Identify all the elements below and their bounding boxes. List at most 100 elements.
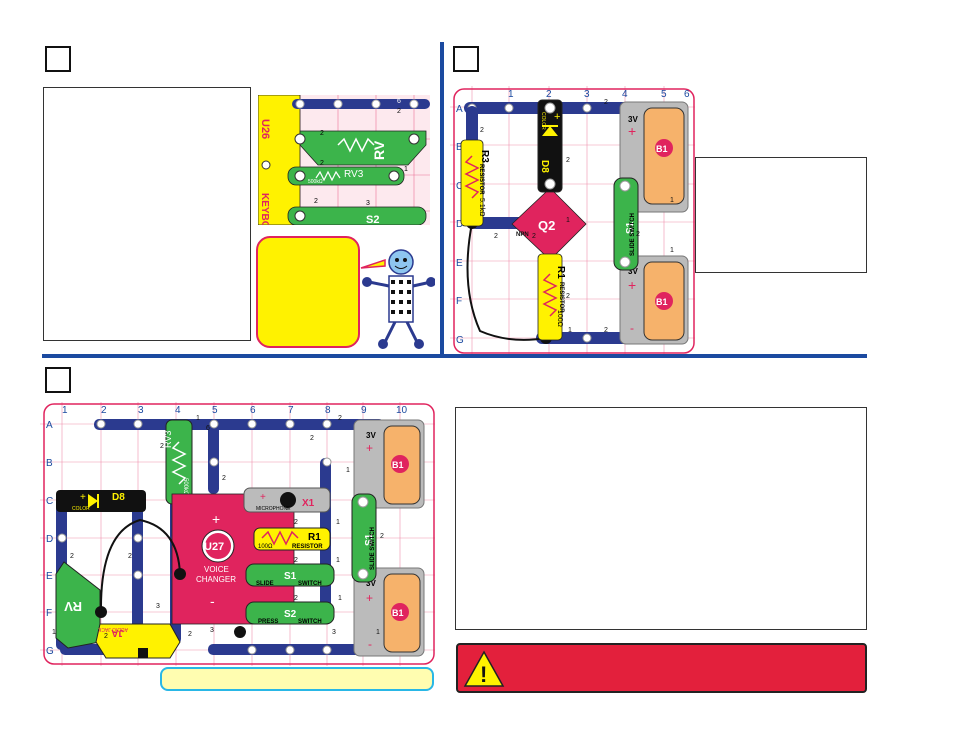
text-box-right-top (695, 157, 867, 273)
ja-label: JA (111, 627, 124, 638)
grid-top-row-b: B (456, 142, 463, 153)
svg-text:2: 2 (104, 633, 108, 640)
r1-value-bottom: 100Ω (258, 544, 273, 550)
section-number-box-3 (45, 367, 71, 393)
svg-text:2: 2 (294, 557, 298, 564)
grid-bottom-col-5: 5 (212, 405, 218, 416)
d8-color: COLOR (540, 112, 546, 130)
svg-text:2: 2 (310, 435, 314, 442)
battery-b-bottom-minus: - (368, 637, 372, 651)
battery-b-top-plus: + (366, 441, 373, 455)
r1-value: 100Ω (556, 310, 563, 327)
svg-text:3: 3 (156, 603, 160, 610)
x1-label: X1 (302, 498, 315, 509)
grid-top-row-g: G (456, 335, 464, 346)
svg-text:2: 2 (494, 233, 498, 240)
grid-bottom-row-a: A (46, 420, 53, 431)
svg-text:1: 1 (52, 629, 56, 636)
svg-text:1: 1 (196, 415, 200, 422)
battery-b-bottom-voltage: 3V (366, 579, 376, 588)
grid-top-col-5: 5 (661, 89, 667, 100)
s2-type-b: SWITCH (298, 619, 322, 625)
r1-label-bottom: R1 (308, 532, 321, 543)
grid-bottom-col-1: 1 (62, 405, 68, 416)
u27-name-2: CHANGER (196, 575, 236, 584)
grid-bottom-row-e: E (46, 571, 53, 582)
u27-name-1: VOICE (204, 565, 229, 574)
rv-label-bottom: RV (64, 599, 82, 614)
svg-text:3: 3 (366, 200, 370, 207)
rv3-label-bottom: RV3 (163, 431, 173, 448)
svg-text:1: 1 (404, 166, 408, 173)
d8-label-bottom: D8 (112, 492, 125, 503)
keyboard-mascot (360, 249, 435, 349)
warning-triangle-icon: ! (463, 650, 505, 687)
svg-text:2: 2 (532, 233, 536, 240)
battery-b-bottom-label: B1 (392, 608, 404, 618)
battery-top-voltage: 3V (628, 115, 638, 124)
grid-bottom-row-f: F (46, 608, 52, 619)
svg-text:2: 2 (604, 99, 608, 106)
grid-top-row-e: E (456, 258, 463, 269)
grid-bottom-row-b: B (46, 458, 53, 469)
speech-bubble (256, 236, 360, 348)
battery-top-plus: + (628, 123, 636, 139)
svg-text:2: 2 (566, 157, 570, 164)
q2-label: Q2 (538, 218, 555, 233)
s1-label: S1 (625, 221, 636, 234)
caption-box (160, 667, 434, 691)
svg-text:1: 1 (336, 519, 340, 526)
battery-top-label: B1 (656, 144, 668, 154)
battery-b-top-voltage: 3V (366, 431, 376, 440)
svg-text:2: 2 (314, 198, 318, 205)
battery-bottom-label: B1 (656, 297, 668, 307)
section-number-box-1 (45, 46, 71, 72)
grid-bottom-col-9: 9 (361, 405, 367, 416)
r1-type-bottom: RESISTOR (292, 544, 323, 550)
grid-bottom-row-c: C (46, 496, 53, 507)
svg-text:2: 2 (160, 443, 164, 450)
svg-text:2: 2 (70, 553, 74, 560)
svg-text:2: 2 (480, 127, 484, 134)
s1-vert-type: SLIDE SWITCH (370, 527, 376, 570)
s2-label: S2 (366, 214, 379, 225)
r3-label: R3 (479, 150, 490, 163)
s1-vert-label: S1 (364, 533, 375, 546)
s1-bar-type-b: SWITCH (298, 581, 322, 587)
r3-value: 5.1kΩ (478, 198, 485, 216)
s1-type: SLIDE SWITCH (630, 213, 636, 256)
horizontal-divider (42, 354, 867, 358)
grid-top-col-4: 4 (622, 89, 628, 100)
svg-text:2: 2 (604, 327, 608, 334)
r3-type: RESISTOR (478, 164, 484, 195)
text-box-bottom (455, 407, 867, 630)
svg-text:1: 1 (670, 197, 674, 204)
grid-bottom-col-6: 6 (250, 405, 256, 416)
circuit-diagram-top: 1 2 3 4 5 6 A B C D E F G R3 RESISTOR 5.… (450, 86, 695, 354)
r1-type: RESISTOR (558, 282, 564, 313)
svg-text:3: 3 (210, 627, 214, 634)
grid-top-row-f: F (456, 296, 462, 307)
keyboard-label: KEYBO (259, 193, 270, 225)
svg-text:1: 1 (336, 557, 340, 564)
rv-label: RV (371, 140, 387, 160)
s1-bar-type-a: SLIDE (256, 581, 274, 587)
warning-banner: ! (456, 643, 867, 693)
section-number-box-2 (453, 46, 479, 72)
warning-symbol: ! (480, 662, 487, 687)
d8-plus: + (554, 111, 560, 123)
grid-bottom-col-3: 3 (138, 405, 144, 416)
svg-text:2: 2 (294, 595, 298, 602)
s2-label-bottom: S2 (284, 609, 297, 620)
u27-plus: + (212, 511, 220, 527)
d8-plus-bottom: + (80, 492, 86, 503)
svg-text:6: 6 (397, 98, 401, 105)
u27-label: U27 (204, 541, 224, 553)
text-box-left (43, 87, 251, 341)
r1-label: R1 (555, 266, 566, 279)
grid-bottom-row-d: D (46, 534, 53, 545)
grid-top-row-a: A (456, 104, 463, 115)
svg-text:1: 1 (346, 467, 350, 474)
grid-bottom-col-4: 4 (175, 405, 181, 416)
grid-bottom-col-10: 10 (396, 405, 408, 416)
